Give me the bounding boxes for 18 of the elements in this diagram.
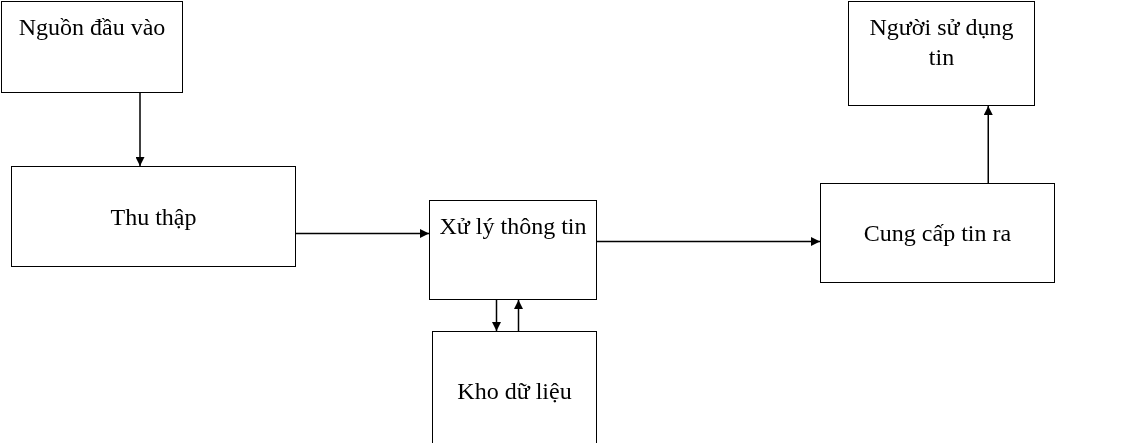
box-label: Cung cấp tin ra [862,219,1013,248]
arrow [492,299,501,332]
box-label: Kho dữ liệu [456,376,573,406]
box-label: Nguồn đầu vào [17,13,167,42]
process-box [432,331,597,443]
process-box [820,183,1055,283]
arrow [514,299,523,332]
box-label: Người sử dụng tin [868,13,1015,72]
box-label: Xử lý thông tin [438,212,588,241]
arrow [295,229,430,238]
process-box [11,166,296,267]
arrow [596,237,821,246]
process-box [848,1,1035,106]
arrow [983,105,993,184]
arrow [135,92,145,167]
process-box [429,200,597,300]
box-label: Thu thập [109,202,198,232]
process-box [1,1,183,93]
